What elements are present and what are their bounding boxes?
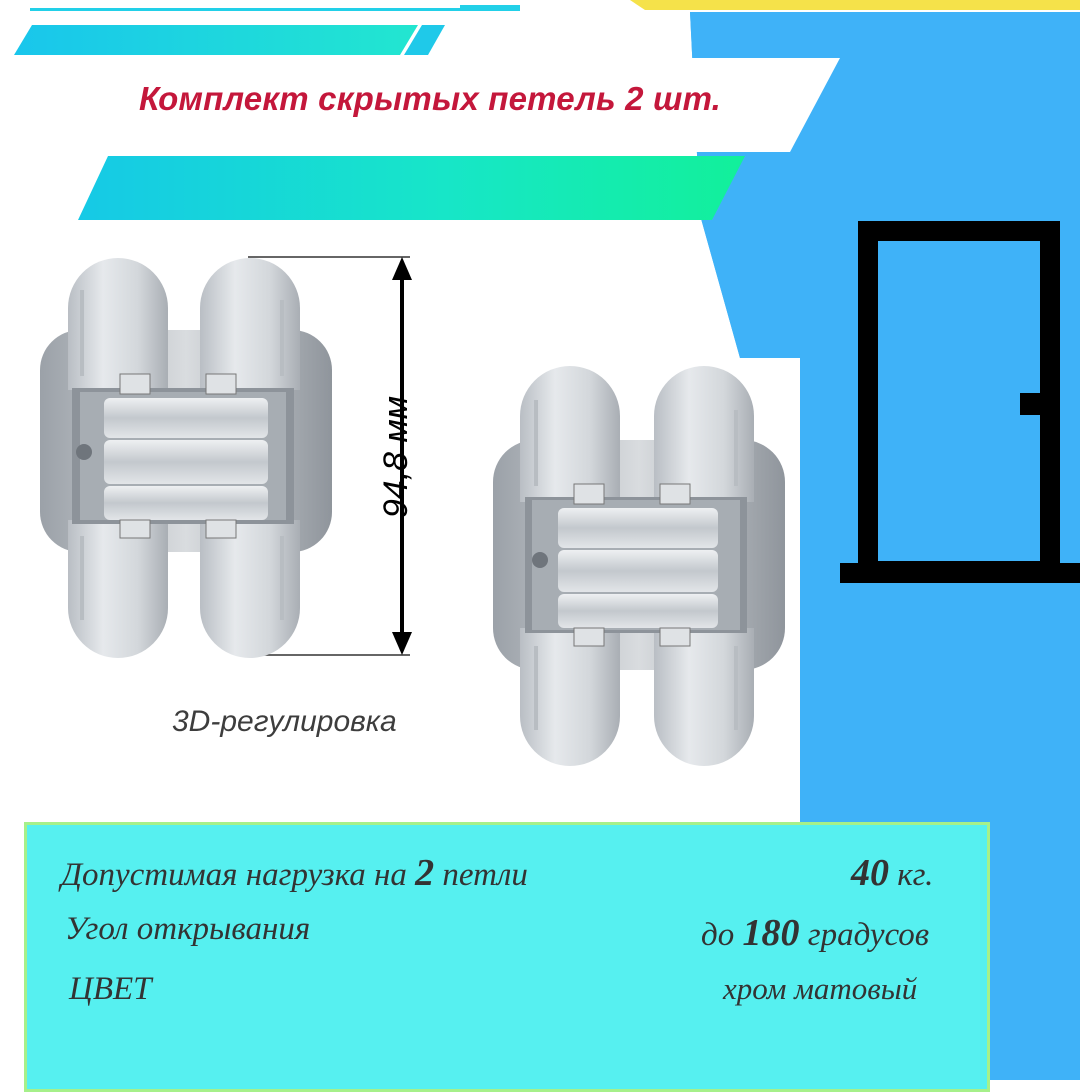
spec-load-prefix: Допустимая нагрузка на: [61, 857, 407, 893]
concealed-hinge-image-2: [493, 366, 785, 766]
spec-load-count: 2: [415, 852, 435, 894]
dimension-label: 94,8 мм: [377, 395, 415, 519]
spec-value-load: 40 кг.: [851, 851, 933, 895]
spec-load-suffix: петли: [442, 857, 528, 893]
spec-label-angle: Угол открывания: [65, 911, 311, 947]
spec-value-color: хром матовый: [723, 971, 918, 1006]
spec-angle-prefix: до: [701, 917, 735, 953]
spec-panel: Допустимая нагрузка на 2 петли 40 кг. Уг…: [24, 822, 990, 1092]
spec-label-color: ЦВЕТ: [69, 971, 152, 1007]
spec-row-angle: Угол открывания до 180 градусов: [27, 911, 987, 961]
concealed-hinge-image: [40, 258, 332, 658]
spec-label-load: Допустимая нагрузка на 2 петли: [61, 851, 528, 895]
spec-row-load: Допустимая нагрузка на 2 петли 40 кг.: [27, 851, 987, 901]
spec-load-unit: кг.: [897, 857, 934, 893]
page-title: Комплект скрытых петель 2 шт.: [138, 80, 722, 117]
feature-caption: 3D-регулировка: [172, 705, 397, 738]
door-icon: [840, 221, 1080, 583]
spec-row-color: ЦВЕТ хром матовый: [27, 971, 987, 1021]
spec-value-angle: до 180 градусов: [701, 911, 929, 955]
spec-angle-number: 180: [742, 912, 800, 954]
spec-load-number: 40: [851, 852, 889, 894]
spec-angle-suffix: градусов: [807, 917, 930, 953]
dimension-arrow: [248, 256, 412, 656]
